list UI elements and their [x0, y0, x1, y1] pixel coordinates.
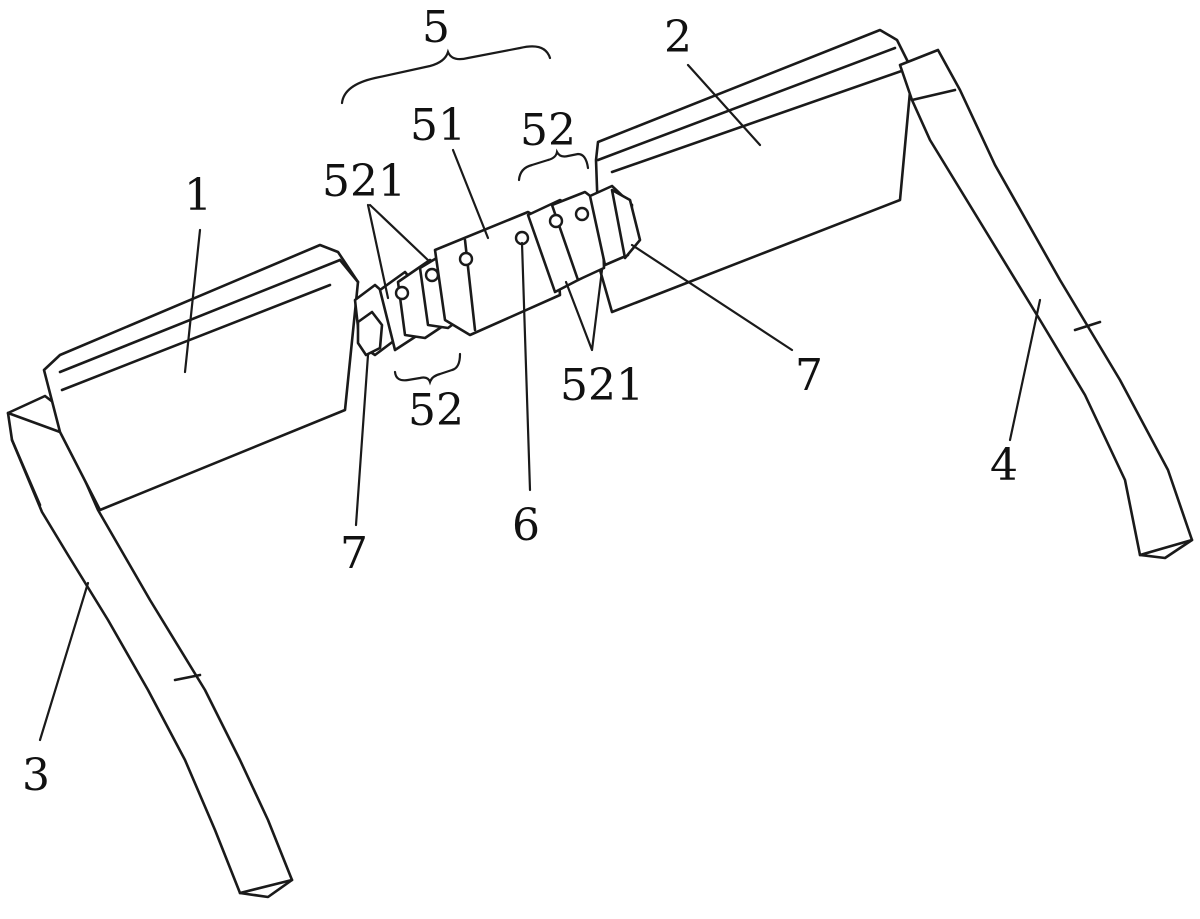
leader-51 [451, 148, 490, 240]
leader-2 [686, 63, 762, 147]
label-3: 3 [22, 750, 50, 801]
label-7-left: 7 [340, 528, 368, 579]
left-lens [42, 243, 360, 512]
sleeve-hole-1 [458, 251, 474, 267]
ring-hole-2 [424, 267, 440, 283]
leader-521-left [366, 203, 432, 300]
leader-4 [1008, 298, 1042, 442]
label-52-top: 52 [520, 105, 576, 156]
label-2: 2 [664, 12, 692, 63]
label-521-left: 521 [322, 156, 406, 207]
ring-hole-3 [548, 213, 564, 229]
bridge-assembly [353, 184, 642, 357]
right-lens [594, 28, 914, 314]
leader-3 [38, 581, 90, 742]
label-5: 5 [422, 2, 450, 53]
leader-521-right [564, 268, 604, 352]
label-7-right: 7 [795, 350, 823, 401]
ring-hole-1 [394, 285, 410, 301]
brace-5 [340, 45, 552, 105]
right-temple [898, 48, 1194, 560]
leader-6 [520, 241, 532, 492]
leader-7-right [630, 243, 794, 352]
label-4: 4 [990, 440, 1018, 491]
label-1: 1 [184, 170, 212, 221]
leader-1 [183, 228, 202, 374]
ring-hole-4 [574, 206, 590, 222]
label-521-right: 521 [560, 360, 644, 411]
leader-7-left [354, 353, 370, 527]
brace-52-top [517, 148, 590, 182]
brace-52-bottom [393, 352, 462, 386]
label-51: 51 [410, 100, 466, 151]
label-6: 6 [512, 500, 540, 551]
label-52-bottom: 52 [408, 385, 464, 436]
